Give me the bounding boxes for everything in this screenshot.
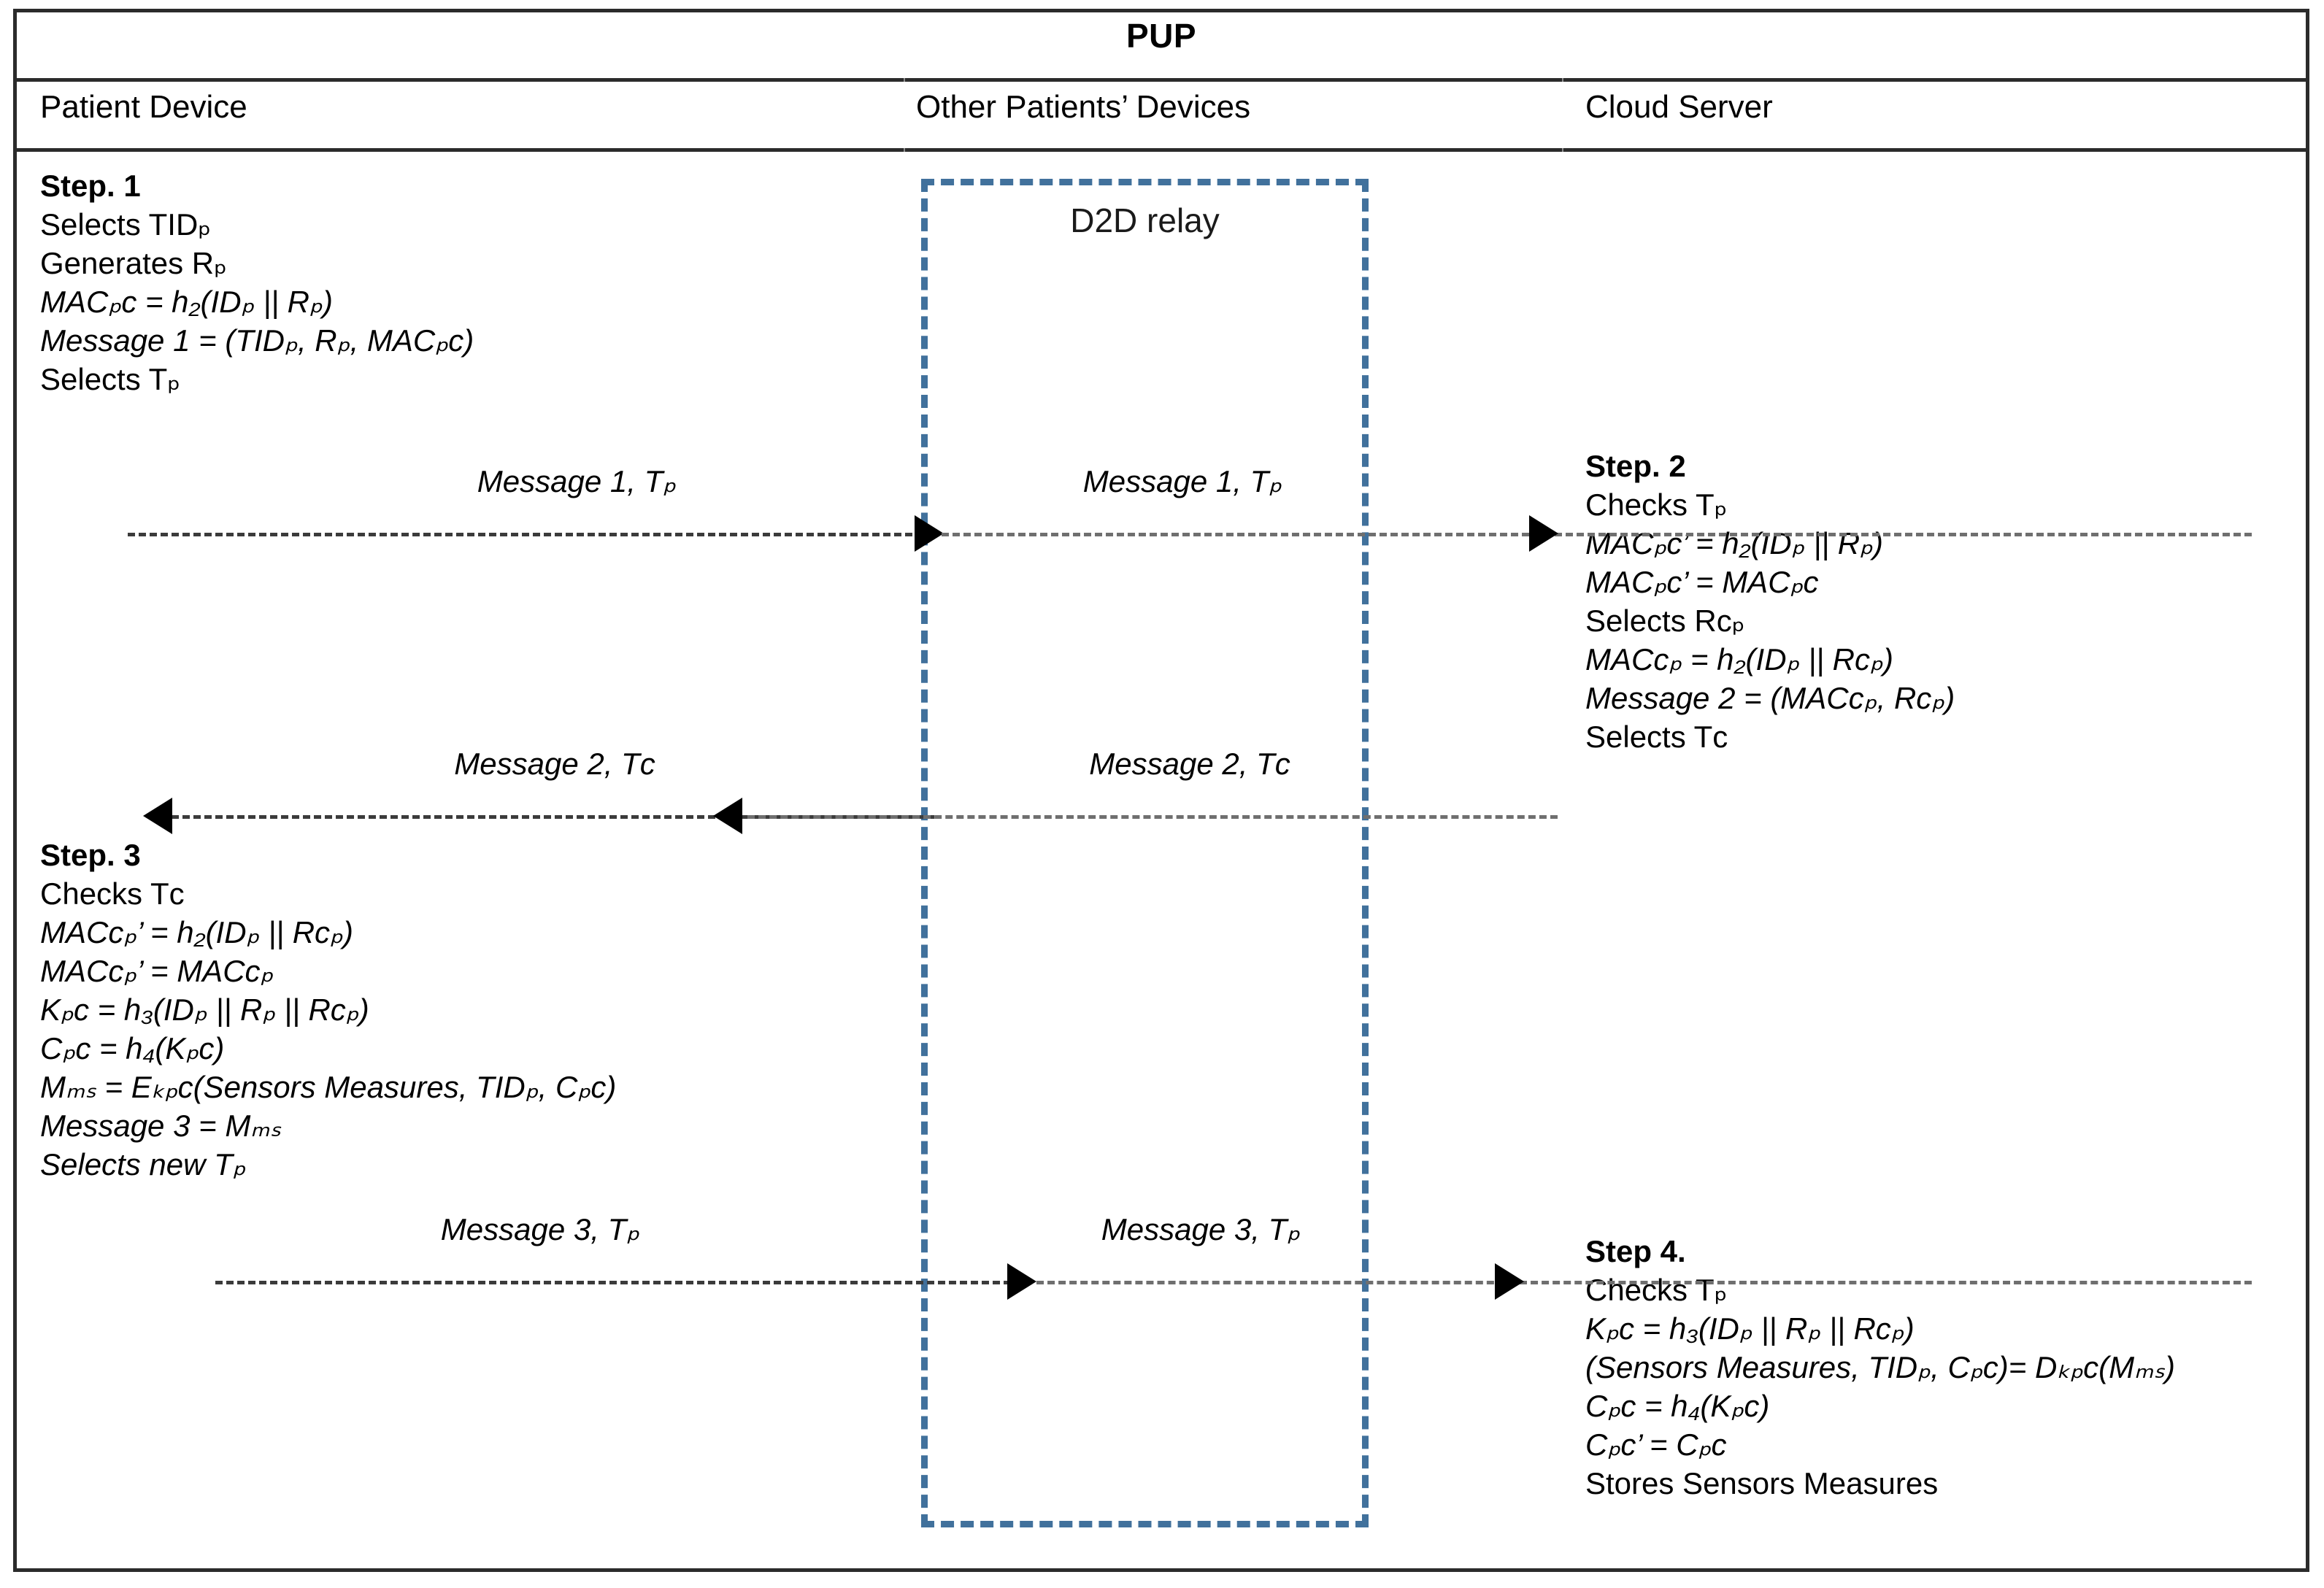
- step-3-line-6: Mₘₛ = Eₖₚᴄ(Sensors Measures, TIDₚ, Cₚᴄ): [40, 1070, 617, 1104]
- step-1-line-3: MACₚᴄ = h₂(IDₚ || Rₚ): [40, 285, 333, 319]
- step-2-line-4: Selects Rᴄₚ: [1585, 604, 1745, 638]
- step-4-line-3: (Sensors Measures, TIDₚ, Cₚᴄ)= Dₖₚᴄ(Mₘₛ): [1585, 1350, 2175, 1384]
- column-header-other-patients-devices: Other Patients’ Devices: [916, 89, 1251, 125]
- d2d-relay-label: D2D relay: [1070, 201, 1220, 239]
- message-2-left-label: Message 2, Tᴄ: [454, 747, 655, 781]
- header-divider-title: [13, 78, 2309, 82]
- message-2-right-label: Message 2, Tᴄ: [1089, 747, 1290, 781]
- column-header-cloud-server: Cloud Server: [1585, 89, 1773, 125]
- step-4-heading: Step 4.: [1585, 1234, 1686, 1268]
- step-3-line-7: Message 3 = Mₘₛ: [40, 1109, 282, 1143]
- step-3-line-2: MACᴄₚ’ = h₂(IDₚ || Rᴄₚ): [40, 915, 354, 949]
- step-3-line-4: Kₚᴄ = h₃(IDₚ || Rₚ || Rᴄₚ): [40, 992, 369, 1027]
- column-tick-2-bottom: [1562, 148, 1563, 152]
- step-4-block: Step 4. Checks Tₚ Kₚᴄ = h₃(IDₚ || Rₚ || …: [1585, 1232, 2175, 1503]
- step-2-heading: Step. 2: [1585, 449, 1686, 483]
- d2d-relay-box: [921, 179, 1369, 1527]
- step-1-block: Step. 1 Selects TIDₚ Generates Rₚ MACₚᴄ …: [40, 166, 474, 398]
- message-3-right-arrowhead: [1495, 1263, 1524, 1300]
- table-frame: [13, 9, 2309, 1572]
- step-1-line-1: Selects TIDₚ: [40, 207, 212, 242]
- step-4-line-1: Checks Tₚ: [1585, 1273, 1728, 1307]
- step-1-line-5: Selects Tₚ: [40, 362, 181, 396]
- step-3-line-8: Selects new Tₚ: [40, 1147, 246, 1182]
- message-3-left-line: [215, 1281, 1022, 1284]
- message-1-right-label: Message 1, Tₚ: [1082, 464, 1282, 498]
- step-4-line-4: Cₚᴄ = h₄(Kₚᴄ): [1585, 1389, 1770, 1423]
- step-2-line-2: MACₚᴄ’ = h₂(IDₚ || Rₚ): [1585, 526, 1884, 560]
- header-divider-columns: [13, 148, 2309, 152]
- message-3-right-line: [1036, 1281, 2252, 1284]
- step-3-heading: Step. 3: [40, 838, 141, 872]
- message-2-left-arrowhead: [143, 798, 172, 834]
- step-1-line-4: Message 1 = (TIDₚ, Rₚ, MACₚᴄ): [40, 323, 474, 358]
- column-tick-1-bottom: [904, 148, 905, 152]
- message-1-left-line: [128, 533, 934, 536]
- column-tick-2-top: [1562, 78, 1563, 82]
- message-3-left-label: Message 3, Tₚ: [440, 1212, 640, 1246]
- step-4-line-6: Stores Sensors Measures: [1585, 1466, 1939, 1500]
- step-2-line-3: MACₚᴄ’ = MACₚᴄ: [1585, 565, 1819, 599]
- step-4-line-5: Cₚᴄ’ = Cₚᴄ: [1585, 1427, 1727, 1462]
- message-2-left-line: [172, 815, 934, 819]
- message-1-right-arrowhead: [1529, 515, 1558, 552]
- page-title: PUP: [1126, 17, 1197, 55]
- step-3-line-5: Cₚᴄ = h₄(Kₚᴄ): [40, 1031, 225, 1065]
- step-3-line-1: Checks Tᴄ: [40, 876, 185, 911]
- step-3-block: Step. 3 Checks Tᴄ MACᴄₚ’ = h₂(IDₚ || Rᴄₚ…: [40, 836, 616, 1184]
- step-4-line-2: Kₚᴄ = h₃(IDₚ || Rₚ || Rᴄₚ): [1585, 1311, 1915, 1346]
- message-1-left-label: Message 1, Tₚ: [477, 464, 677, 498]
- step-2-block: Step. 2 Checks Tₚ MACₚᴄ’ = h₂(IDₚ || Rₚ)…: [1585, 447, 1955, 756]
- step-2-line-7: Selects Tᴄ: [1585, 720, 1728, 754]
- message-1-left-arrowhead: [915, 515, 944, 552]
- step-2-line-5: MACᴄₚ = h₂(IDₚ || Rᴄₚ): [1585, 642, 1893, 677]
- step-1-heading: Step. 1: [40, 169, 141, 203]
- step-3-line-3: MACᴄₚ’ = MACᴄₚ: [40, 954, 274, 988]
- message-2-right-arrowhead: [713, 798, 742, 834]
- column-tick-1-top: [904, 78, 905, 82]
- column-header-patient-device: Patient Device: [40, 89, 247, 125]
- message-3-left-arrowhead: [1007, 1263, 1036, 1300]
- step-1-line-2: Generates Rₚ: [40, 246, 228, 280]
- step-2-line-6: Message 2 = (MACᴄₚ, Rᴄₚ): [1585, 681, 1955, 715]
- step-2-line-1: Checks Tₚ: [1585, 487, 1728, 522]
- message-2-right-line: [747, 815, 1558, 819]
- message-3-right-label: Message 3, Tₚ: [1101, 1212, 1301, 1246]
- message-1-right-line: [942, 533, 2252, 536]
